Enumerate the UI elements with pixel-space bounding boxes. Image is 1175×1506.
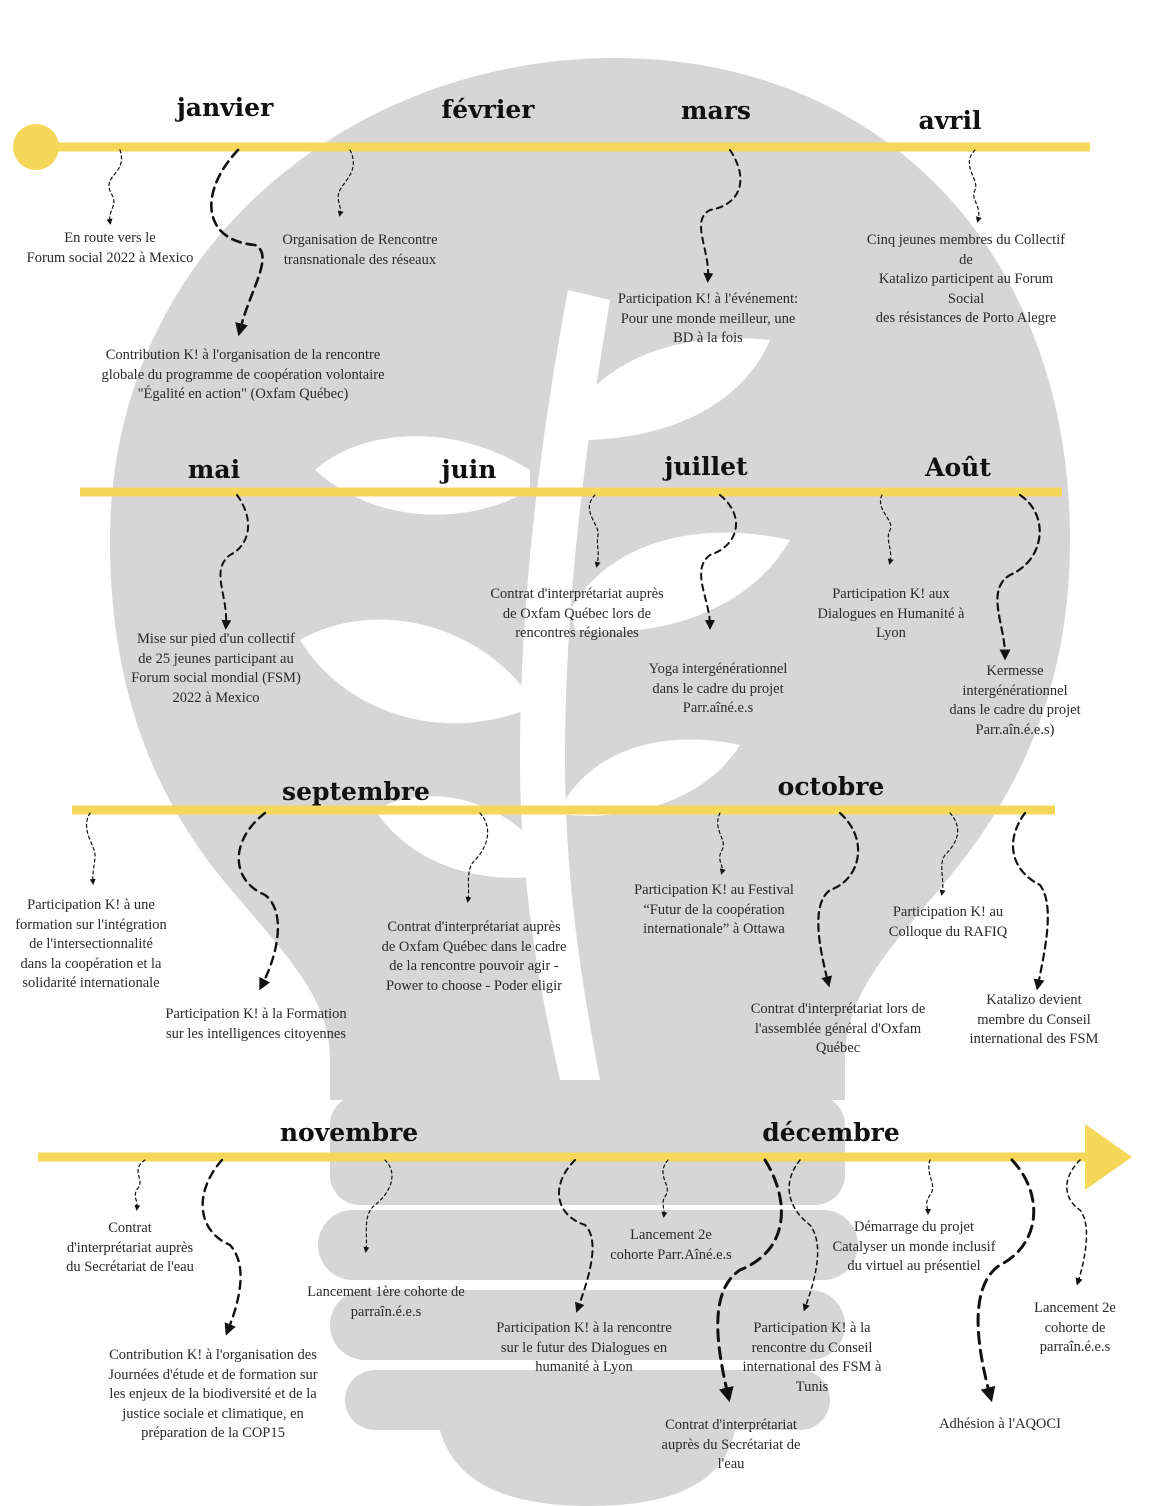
month-label-decembre: décembre — [762, 1118, 900, 1147]
bulb-base-shape — [330, 1095, 845, 1205]
event-dialogues-lyon: Participation K! aux Dialogues en Humani… — [817, 586, 965, 641]
event-en-route: En route vers le Forum social 2022 à Mex… — [26, 230, 194, 266]
connector-collectif — [219, 494, 250, 630]
connector-egalite — [210, 148, 264, 337]
event-intelligences-citoyennes: Participation K! à la Formation sur les … — [165, 1006, 347, 1042]
bulb-glass-shape — [110, 58, 1070, 1100]
event-catalyser: Démarrage du projet Catalyser un monde i… — [832, 1219, 996, 1274]
month-label-mars: mars — [681, 96, 751, 125]
connector-intelligences — [237, 811, 280, 991]
month-label-juillet: juillet — [664, 452, 748, 481]
connector-secretariat-1 — [134, 1159, 146, 1211]
connector-assemblee — [817, 811, 860, 988]
connector-intersectionnalite — [85, 812, 96, 885]
bulb-thread-band — [345, 1370, 830, 1430]
event-intersectionnalite: Participation K! à une formation sur l'i… — [15, 897, 167, 991]
event-cohorte-2-parrains: Lancement 2e cohorte de parraîn.é.e.s — [1034, 1300, 1116, 1355]
month-label-janvier: janvier — [176, 93, 274, 122]
month-label-avril: avril — [918, 106, 982, 135]
event-interpretariat-regionales: Contrat d'interprétariat auprès de Oxfam… — [490, 586, 664, 641]
event-cop15: Contribution K! à l'organisation des Jou… — [108, 1347, 318, 1441]
month-label-novembre: novembre — [279, 1118, 419, 1147]
event-kermesse: Kermesse intergénérationnel dans le cadr… — [949, 663, 1081, 738]
connector-en-route — [106, 149, 123, 225]
connector-porto — [968, 149, 982, 223]
event-secretariat-eau-2: Contrat d'interprétariat auprès du Secré… — [661, 1417, 801, 1472]
connector-tunis — [788, 1159, 819, 1312]
bulb-tip-shape — [440, 1430, 735, 1506]
connector-aqoci — [976, 1158, 1036, 1403]
timeline-end-arrowhead — [1085, 1124, 1132, 1190]
event-pouvoir-agir: Contrat d'interprétariat auprès de Oxfam… — [381, 919, 567, 994]
event-egalite-en-action: Contribution K! à l'organisation de la r… — [101, 347, 385, 402]
connector-cohorte-1 — [363, 1159, 393, 1253]
leaf-shape — [570, 338, 770, 440]
connector-cohorte-2-parr — [661, 1159, 669, 1218]
timeline-start-dot — [13, 124, 59, 170]
connector-pouvoir — [465, 812, 489, 903]
event-yoga: Yoga intergénérationnel dans le cadre du… — [648, 661, 788, 716]
event-porto-alegre: Cinq jeunes membres du Collectif de Kata… — [866, 232, 1066, 326]
connector-dialogues — [879, 494, 894, 565]
leaf-shape — [375, 796, 548, 878]
event-cohorte-2-parr: Lancement 2e cohorte Parr.Aîné.e.s — [610, 1227, 732, 1263]
month-label-fevrier: février — [441, 95, 535, 124]
bulb-thread-band — [318, 1210, 858, 1280]
event-cohorte-1: Lancement 1ère cohorte de parraîn.é.e.s — [307, 1284, 465, 1320]
event-rencontre-transnationale: Organisation de Rencontre transnationale… — [282, 232, 438, 268]
event-futur-dialogues: Participation K! à la rencontre sur le f… — [496, 1320, 672, 1375]
connector-secretariat-2 — [716, 1158, 783, 1403]
connector-cohorte-2-parrains — [1066, 1159, 1088, 1286]
connector-catalyser — [924, 1159, 934, 1215]
event-bd: Participation K! à l'événement: Pour une… — [617, 291, 799, 346]
connector-regionales — [588, 494, 601, 568]
month-label-juin: juin — [441, 455, 497, 484]
month-label-octobre: octobre — [777, 772, 885, 801]
connector-kermesse — [996, 493, 1041, 661]
connector-futur-dialogues — [558, 1159, 594, 1313]
leaf-shape — [570, 532, 790, 632]
timeline-bars — [30, 142, 1095, 1162]
event-secretariat-eau-1: Contrat d'interprétariat auprès du Secré… — [66, 1220, 194, 1275]
leaf-shape — [565, 739, 740, 816]
connector-rafiq — [939, 812, 959, 896]
connector-cop15 — [201, 1158, 242, 1336]
event-rafiq: Participation K! au Colloque du RAFIQ — [888, 904, 1008, 940]
event-festival-ottawa: Participation K! au Festival “Futur de l… — [634, 882, 794, 937]
connector-rencontre — [337, 149, 354, 217]
month-label-aout: Août — [925, 453, 991, 482]
connector-yoga — [700, 494, 737, 630]
month-label-mai: mai — [187, 455, 241, 484]
event-conseil-tunis: Participation K! à la rencontre du Conse… — [742, 1320, 882, 1395]
event-aqoci: Adhésion à l'AQOCI — [939, 1416, 1061, 1432]
month-label-septembre: septembre — [282, 777, 430, 806]
connector-bd — [700, 149, 742, 283]
bulb-thread-band — [330, 1290, 845, 1360]
event-conseil-fsm: Katalizo devient membre du Conseil inter… — [969, 992, 1099, 1047]
connector-conseil-fsm — [1011, 811, 1049, 991]
event-assemblee-oxfam: Contrat d'interprétariat lors de l'assem… — [750, 1001, 926, 1056]
leaf-shape — [300, 619, 525, 724]
connector-ottawa — [717, 812, 726, 875]
event-collectif-fsm: Mise sur pied d'un collectif de 25 jeune… — [131, 631, 301, 706]
